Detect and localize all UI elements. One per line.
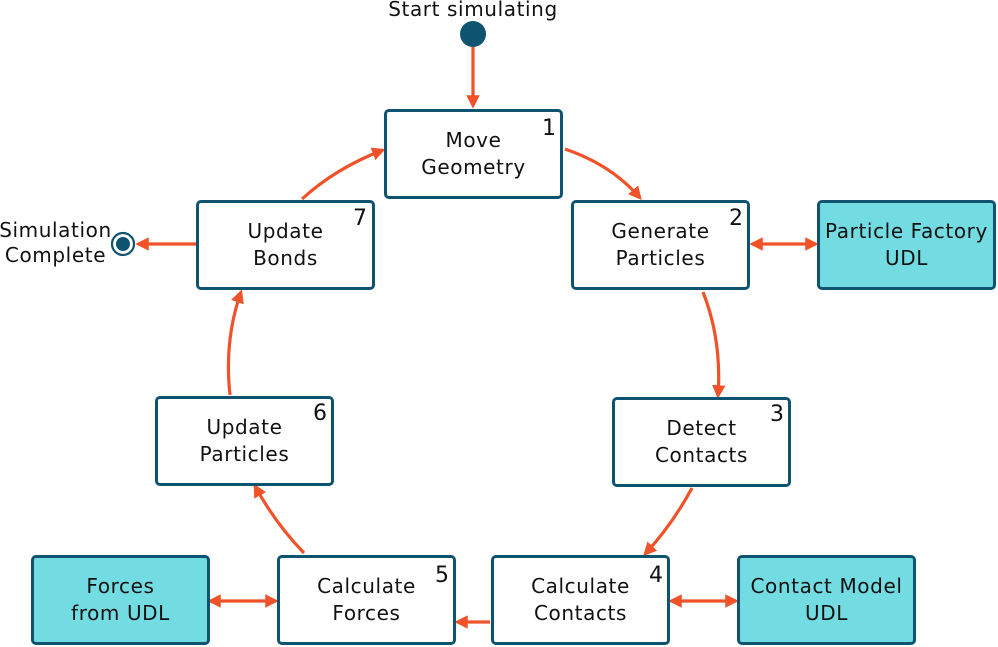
forces-udl-box: Forces from UDL	[31, 555, 210, 645]
step-move-geometry: Move Geometry	[384, 109, 563, 199]
arrow-update-bonds-to-move-geometry	[300, 147, 386, 201]
start-label: Start simulating	[388, 0, 558, 21]
end-label: Simulation Complete	[0, 218, 112, 267]
step-generate-particles: Generate Particles	[571, 200, 750, 290]
step-number-5: 5	[435, 563, 449, 588]
contact-model-udl-box: Contact Model UDL	[737, 555, 916, 645]
arrow-calculate-forces-to-update-particles	[253, 483, 306, 555]
start-node	[460, 21, 486, 47]
arrow-detect-contacts-to-calculate-contacts	[643, 487, 694, 556]
step-number-2: 2	[729, 206, 743, 231]
step-detect-contacts: Detect Contacts	[612, 397, 791, 487]
step-calculate-contacts: Calculate Contacts	[491, 555, 670, 645]
end-node-core	[116, 237, 130, 251]
step-number-7: 7	[353, 206, 367, 231]
particle-factory-udl-box: Particle Factory UDL	[817, 200, 996, 290]
step-number-6: 6	[313, 401, 327, 426]
arrow-update-particles-to-update-bonds	[226, 289, 244, 396]
step-number-1: 1	[542, 116, 556, 141]
step-number-3: 3	[770, 402, 784, 427]
step-update-particles: Update Particles	[155, 396, 334, 486]
step-calculate-forces: Calculate Forces	[277, 555, 456, 645]
arrow-move-geometry-to-generate-particles	[564, 147, 642, 201]
step-update-bonds: Update Bonds	[196, 200, 375, 290]
step-number-4: 4	[649, 563, 663, 588]
arrow-generate-particles-to-detect-contacts	[701, 291, 726, 399]
